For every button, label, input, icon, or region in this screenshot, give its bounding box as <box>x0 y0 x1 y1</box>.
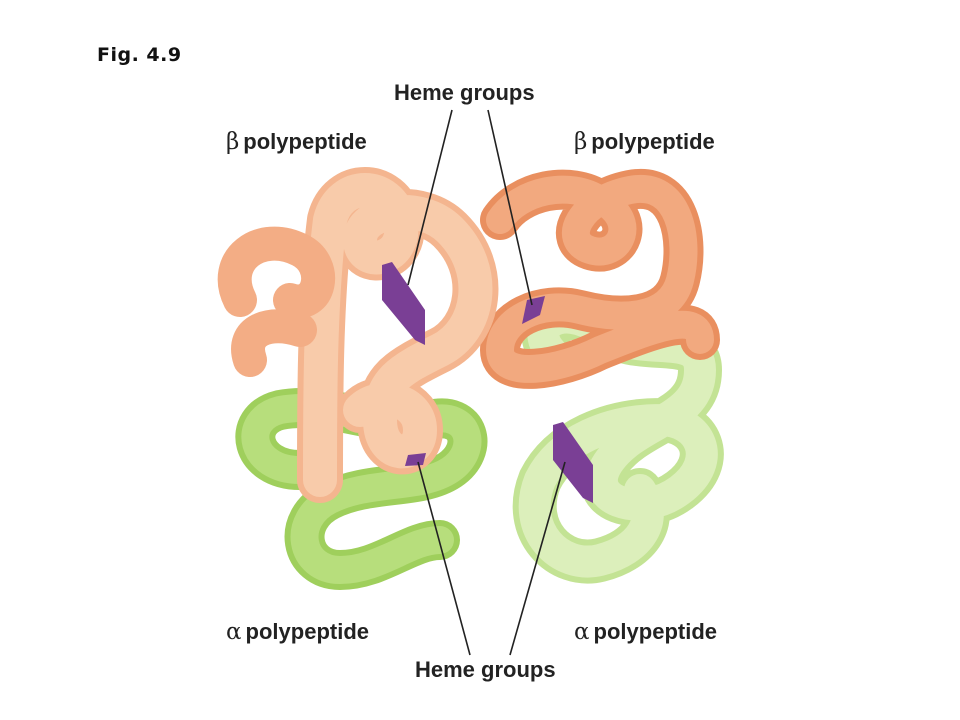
alpha-symbol: α <box>574 619 590 645</box>
beta-chain-left <box>217 167 499 503</box>
label-text: polypeptide <box>245 619 369 644</box>
label-text: polypeptide <box>591 129 715 154</box>
beta-symbol: β <box>574 129 588 155</box>
pointer-line <box>487 109 533 306</box>
heme-pointer-lines <box>407 109 566 656</box>
heme-groups-label-bottom: Heme groups <box>415 657 556 683</box>
label-text: Heme groups <box>415 657 556 682</box>
label-text: polypeptide <box>593 619 717 644</box>
pointer-line <box>407 109 453 286</box>
pointer-line <box>509 461 566 656</box>
heme-groups <box>382 262 593 503</box>
alpha-chain-left <box>235 387 488 590</box>
label-text: polypeptide <box>243 129 367 154</box>
heme-group-1 <box>382 262 425 345</box>
alpha-symbol: α <box>226 619 242 645</box>
beta-chain-right <box>480 168 720 389</box>
heme-group-4 <box>553 422 593 503</box>
beta-symbol: β <box>226 129 240 155</box>
figure-label: Fig. 4.9 <box>97 44 182 66</box>
label-text: Heme groups <box>394 80 535 105</box>
heme-group-2 <box>522 296 545 324</box>
heme-group-3 <box>405 453 426 466</box>
pointer-line <box>417 461 471 656</box>
heme-groups-label-top: Heme groups <box>394 80 535 106</box>
